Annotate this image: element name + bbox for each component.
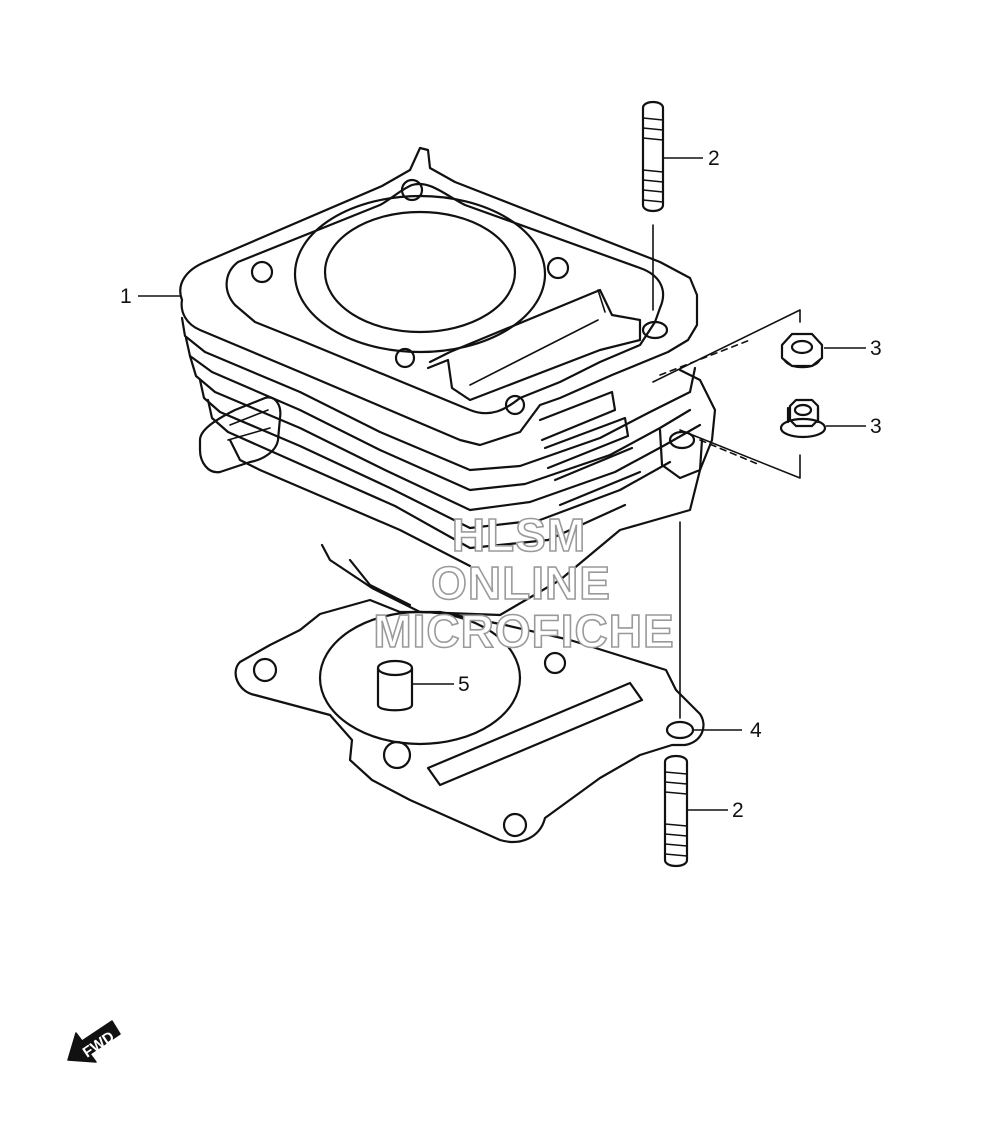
watermark-line1: HLSM: [452, 509, 586, 561]
callout-4: 4: [750, 719, 762, 742]
callout-3-bottom: 3: [870, 415, 882, 438]
callout-1: 1: [120, 285, 132, 308]
callout-leaders: [138, 157, 866, 811]
watermark-line2: ONLINE: [431, 557, 611, 609]
dowel-pin[interactable]: [376, 659, 414, 712]
stud-bolt-bottom[interactable]: [663, 754, 689, 868]
flange-nut-top[interactable]: [780, 332, 824, 369]
stud-bolt-top[interactable]: [641, 100, 665, 213]
cylinder-body[interactable]: [179, 146, 717, 617]
callout-2-top: 2: [708, 147, 720, 170]
fwd-arrow-icon: FWD: [67, 1020, 121, 1063]
callout-2-bottom: 2: [732, 799, 744, 822]
base-gasket[interactable]: [234, 598, 705, 844]
callout-5: 5: [458, 673, 470, 696]
watermark-line3: MICROFICHE: [373, 605, 674, 657]
flange-nut-bottom[interactable]: [779, 398, 827, 439]
assembly-guide-lines: [652, 224, 801, 719]
callout-3-top: 3: [870, 337, 882, 360]
